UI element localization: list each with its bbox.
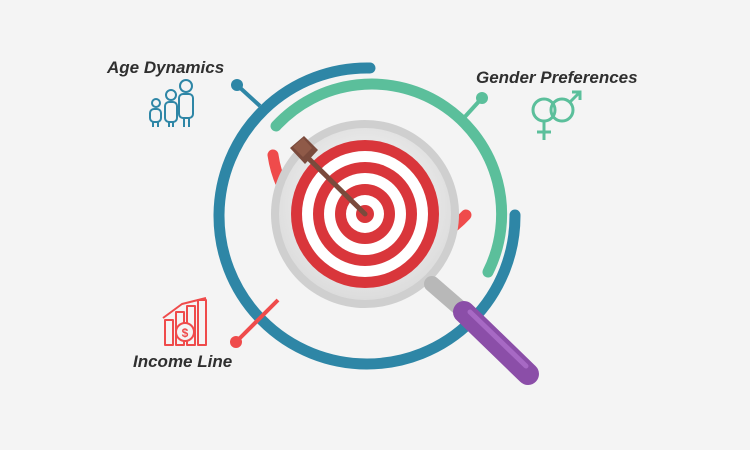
age-dynamics-label: Age Dynamics [107,58,225,77]
income-line-label: Income Line [133,352,233,371]
gender-symbols-icon [531,90,582,140]
svg-text:$: $ [182,326,189,340]
magnifier-handle [424,276,539,385]
gender-preferences-label: Gender Preferences [476,68,638,87]
dart [290,136,368,217]
income-chart-icon: $ [162,297,207,346]
family-icon [149,79,194,127]
gender-ring [270,78,508,278]
